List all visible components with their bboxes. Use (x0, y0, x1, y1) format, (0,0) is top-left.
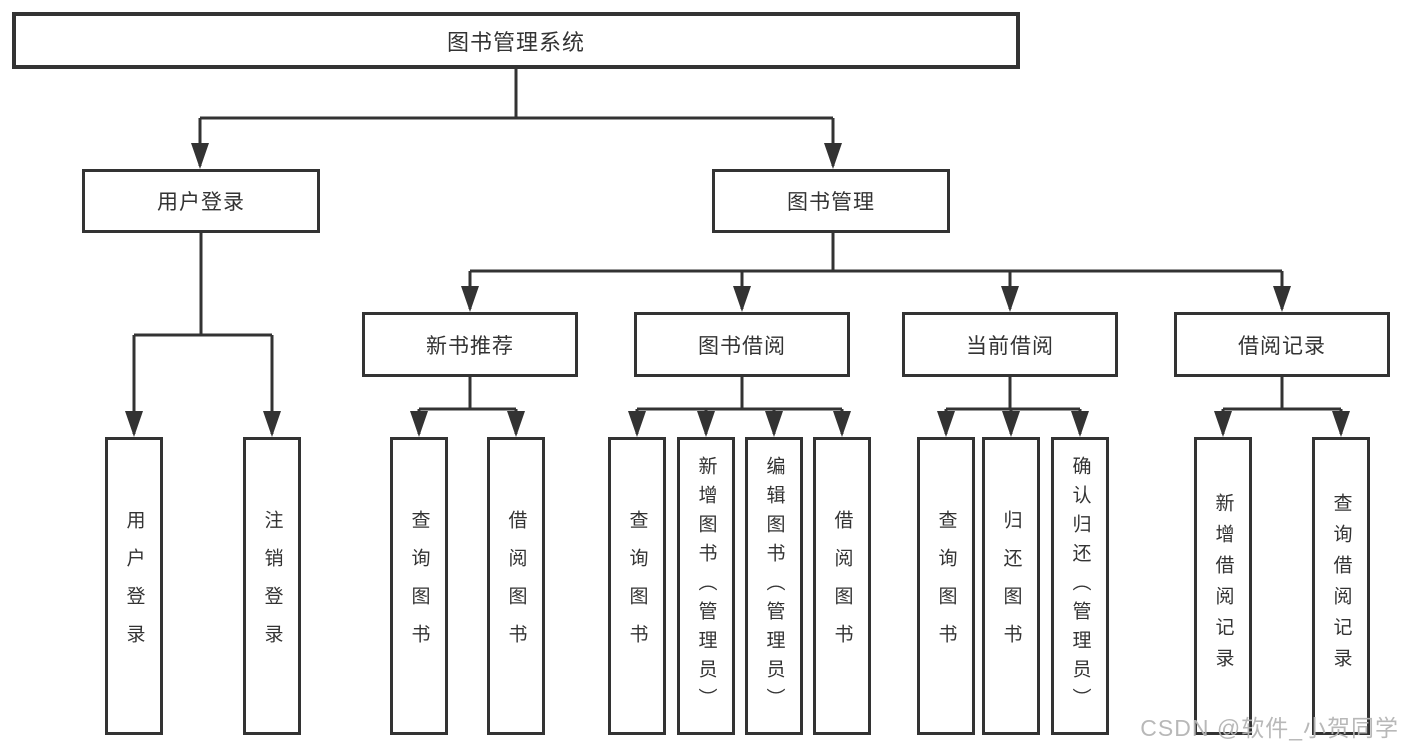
leaf-query-book: 查询图书 (390, 437, 448, 735)
node-new-book-recommend: 新书推荐 (362, 312, 578, 377)
leaf-return-book: 归还图书 (982, 437, 1040, 735)
leaf-user-login: 用户登录 (105, 437, 163, 735)
leaf-label: 查询图书 (626, 510, 648, 662)
leaf-label: 用户登录 (123, 510, 145, 662)
leaf-label: 查询图书 (935, 510, 957, 662)
leaf-edit-book-admin: 编辑图书（管理员） (745, 437, 803, 735)
csdn-watermark: CSDN @软件_小贺同学 (1140, 715, 1399, 741)
arrowheads-borrow-records-children (1214, 411, 1350, 437)
arrowheads-user-login-children (125, 411, 281, 437)
leaf-label: 查询借阅记录 (1330, 493, 1352, 679)
node-label: 新书推荐 (426, 334, 514, 358)
leaf-borrow-book: 借阅图书 (487, 437, 545, 735)
node-label: 借阅记录 (1238, 334, 1326, 358)
leaf-confirm-return-admin: 确认归还（管理员） (1051, 437, 1109, 735)
leaf-label: 借阅图书 (831, 510, 853, 662)
node-book-borrow: 图书借阅 (634, 312, 850, 377)
leaf-label: 注销登录 (261, 510, 283, 662)
leaf-borrow-book: 借阅图书 (813, 437, 871, 735)
leaf-query-book: 查询图书 (608, 437, 666, 735)
leaf-query-book: 查询图书 (917, 437, 975, 735)
arrowheads-current-borrow-children (937, 411, 1089, 437)
node-label: 图书借阅 (698, 334, 786, 358)
arrowheads-level3 (461, 286, 1291, 312)
leaf-label: 新增借阅记录 (1212, 493, 1234, 679)
node-label: 图书管理系统 (446, 29, 585, 55)
node-label: 图书管理 (787, 191, 875, 214)
node-book-management: 图书管理 (712, 169, 950, 233)
node-current-borrow: 当前借阅 (902, 312, 1118, 377)
node-label: 当前借阅 (966, 334, 1054, 358)
leaf-logout: 注销登录 (243, 437, 301, 735)
leaf-query-borrow-record: 查询借阅记录 (1312, 437, 1370, 735)
arrowheads-new-book-children (410, 411, 525, 437)
leaf-label: 借阅图书 (505, 510, 527, 662)
node-label: 用户登录 (157, 191, 245, 214)
node-library-management-system: 图书管理系统 (12, 12, 1020, 69)
connector-book-management-children (468, 233, 1284, 309)
connector-root-to-level2 (198, 69, 835, 166)
leaf-label: 确认归还（管理员） (1069, 455, 1091, 717)
leaf-label: 新增图书（管理员） (695, 455, 717, 717)
arrowheads-book-borrow-children (628, 411, 851, 437)
connector-user-login-children (132, 233, 274, 434)
leaf-add-borrow-record: 新增借阅记录 (1194, 437, 1252, 735)
leaf-label: 归还图书 (1000, 510, 1022, 662)
leaf-add-book-admin: 新增图书（管理员） (677, 437, 735, 735)
connector-borrow-records-children (1221, 377, 1343, 434)
connector-new-book-children (417, 377, 518, 434)
leaf-label: 编辑图书（管理员） (763, 455, 785, 717)
arrowheads-level2 (191, 143, 842, 169)
node-borrow-records: 借阅记录 (1174, 312, 1390, 377)
node-user-login: 用户登录 (82, 169, 320, 233)
leaf-label: 查询图书 (408, 510, 430, 662)
connector-book-borrow-children (635, 377, 844, 434)
